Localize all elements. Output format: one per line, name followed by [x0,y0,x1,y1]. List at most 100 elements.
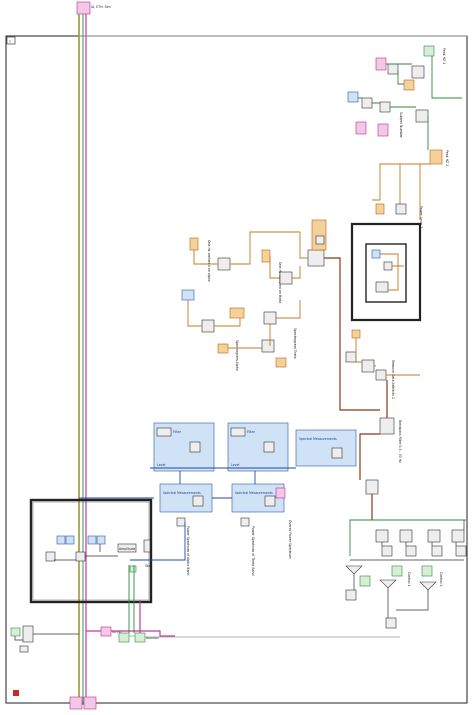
br-node-8[interactable] [455,545,467,557]
bottom-pink-node[interactable] [100,626,112,637]
spectral-block-4-icon[interactable] [192,495,204,507]
artifact-wires [355,338,420,376]
bottom-left-node[interactable] [22,625,34,643]
subject-number-node[interactable] [415,109,429,123]
spectral-block-5-label: Spectral Measurements [235,491,273,495]
br-control-1[interactable] [391,565,403,577]
br-node-4[interactable] [451,529,465,543]
top-cluster-node-9[interactable] [377,123,389,137]
theta-spectrogram-terminal[interactable] [275,357,287,368]
artifact-node-3[interactable] [375,369,387,381]
theta-compute-node[interactable] [279,271,293,285]
loop-bool-node[interactable] [129,565,137,573]
alpha-compute-node[interactable] [217,257,231,271]
spectral-block-4-label: Spectral Measurements [163,491,201,495]
bottom-terminal-1[interactable] [69,696,83,710]
alpha-spectrogram-control[interactable] [229,307,245,319]
br-node-5[interactable] [381,545,393,557]
spectral-block-5[interactable] [231,483,285,513]
loop-node-b[interactable] [75,551,86,562]
top-cluster-node-5[interactable] [347,91,359,103]
bottom-terminal-2[interactable] [83,696,97,710]
top-cluster-node-1[interactable] [375,57,387,71]
bottom-green-wires [128,565,135,633]
to-filter-wire [324,257,380,411]
br-compare-2[interactable] [379,579,397,589]
br-node-2[interactable] [399,529,413,543]
top-cluster-node-4[interactable] [411,65,425,79]
alpha-source-node[interactable] [181,289,195,301]
top-cluster-node-7[interactable] [379,101,391,113]
loop-node-f[interactable] [96,535,106,545]
power-level-node[interactable] [395,203,407,215]
theta-build-node[interactable] [240,517,250,527]
loop-amplitude-node[interactable] [117,543,137,553]
case-node-3[interactable] [375,281,389,293]
spectral-block-4[interactable] [159,483,213,513]
spectral-block-1-icon[interactable] [189,441,201,453]
spectral-block-1-filter[interactable] [156,427,172,437]
br-node-11[interactable] [385,617,397,629]
artifact-input-1[interactable] [351,329,361,339]
br-compare-1[interactable] [345,565,363,575]
ratio-indicator[interactable] [311,219,327,251]
bottom-left-control[interactable] [10,627,21,637]
case-node-2[interactable] [383,261,393,271]
power-level-2-label: Power Level 2 [419,206,423,228]
theta-center-control[interactable] [261,249,271,263]
loop-stop-terminal[interactable] [143,539,151,553]
theta-filter-node[interactable] [263,311,277,325]
br-node-6[interactable] [405,545,417,557]
ratio-node[interactable] [307,249,325,267]
br-control-2[interactable] [421,565,433,577]
br-node-3[interactable] [427,529,441,543]
artifact-node-2[interactable] [361,359,375,373]
peak-hz-1-label: Peak HZ 1 [442,48,446,64]
loop-node-e[interactable] [87,535,97,545]
br-node-1[interactable] [375,529,389,543]
top-cluster-node-3[interactable] [403,79,415,91]
while-loop-frame [29,498,153,604]
alpha-build-node[interactable] [176,517,186,527]
bottom-right-green-wire [349,519,466,556]
bottom-green-node-2[interactable] [134,632,146,643]
top-cluster-node-2[interactable] [387,63,399,75]
bottom-green-node-1[interactable] [118,632,130,643]
peak-hz-1-control[interactable] [423,45,435,57]
peak-hz-2-control[interactable] [429,149,443,165]
theta-spectrogram-node[interactable] [261,339,275,353]
loop-node-c[interactable] [56,535,66,545]
spectral-block-2-filter[interactable] [230,427,246,437]
spectral-block-2-icon[interactable] [263,441,275,453]
case-wires [380,253,404,291]
case-node-1[interactable] [371,249,381,259]
artifact-node-1[interactable] [345,351,357,363]
br-node-7[interactable] [431,545,443,557]
alpha-filter-node[interactable] [201,319,215,333]
power-level-input[interactable] [375,203,385,215]
spectral-block-3-label: Spectral Measurements [299,437,337,441]
alpha-center-control[interactable] [189,237,199,251]
br-compare-3[interactable] [419,581,437,591]
error-terminal[interactable] [13,690,19,696]
loop-node-d[interactable] [65,535,75,545]
spectral-block-3[interactable] [295,429,357,467]
bandpass-filter-node[interactable] [379,417,395,435]
loop-node-a[interactable] [45,551,56,562]
spectral-block-5-icon[interactable] [264,495,276,507]
top-cluster-node-6[interactable] [361,97,373,109]
bottom-left-op[interactable] [19,645,29,653]
br-node-9[interactable] [345,589,357,601]
right-mid-node[interactable] [365,479,379,495]
overall-power-terminal[interactable] [275,487,286,499]
top-terminal[interactable] [76,1,91,15]
bottom-string-label: String [112,630,122,634]
bottom-left-wires [14,633,79,641]
frame-tab[interactable] [6,36,16,45]
br-node-10[interactable] [359,575,371,587]
spectral-block-3-icon[interactable] [331,447,343,459]
alpha-spectrogram-terminal[interactable] [217,343,229,354]
top-cluster-node-8[interactable] [355,121,367,135]
ratio-graph-icon[interactable] [315,235,325,245]
